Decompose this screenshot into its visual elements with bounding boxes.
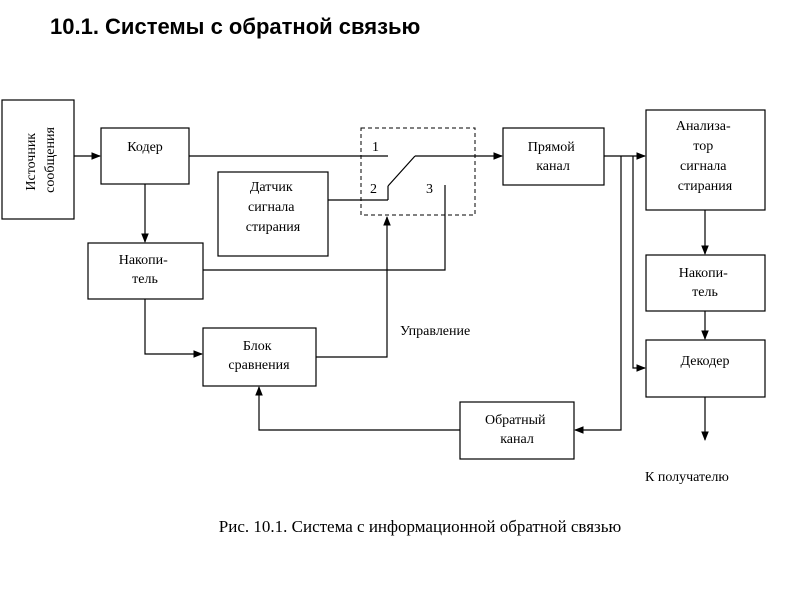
comparator-label: Блок сравнения [228, 339, 290, 373]
arrow-storage-comparator [144, 299, 203, 358]
coder-label: Кодер [127, 140, 163, 155]
analyzer-label: Анализа- тор сигнала стирания [676, 119, 734, 194]
switch-label-1: 1 [372, 140, 379, 155]
comparator-block [202, 327, 317, 387]
receiver-label: К получателю [645, 470, 729, 485]
arrow-forward-decoder [632, 156, 646, 372]
page-title: 10.1. Системы с обратной связью [50, 14, 421, 39]
decoder-block [645, 339, 766, 398]
decoder-label: Декодер [681, 354, 730, 369]
switch-box [360, 127, 476, 216]
arrow-feedback-comparator [255, 386, 460, 431]
source-block [1, 99, 75, 220]
switch-label-3: 3 [426, 182, 433, 197]
sensor-label: Датчик сигнала стирания [246, 180, 301, 235]
storage-right-block [645, 254, 766, 312]
switch-label-2: 2 [370, 182, 377, 197]
switch-blade [387, 155, 416, 187]
feedback-channel-block [459, 401, 575, 460]
sensor-block [217, 171, 329, 257]
storage-right-label: Накопи- тель [679, 266, 732, 300]
forward-channel-label: Прямой канал [528, 140, 578, 174]
arrow-to-feedback-channel [574, 156, 622, 434]
source-label: Источник сообщения [24, 127, 58, 193]
coder-block [100, 127, 190, 185]
storage-left-block [87, 242, 204, 300]
figure-caption: Рис. 10.1. Система с информационной обра… [219, 517, 622, 536]
arrow-control [316, 216, 391, 358]
feedback-channel-label: Обратный канал [485, 413, 549, 447]
storage-left-label: Накопи- тель [119, 253, 172, 287]
forward-channel-block [502, 127, 605, 186]
analyzer-block [645, 109, 766, 211]
control-label: Управление [400, 324, 470, 339]
line-contact3-storage [203, 185, 446, 271]
